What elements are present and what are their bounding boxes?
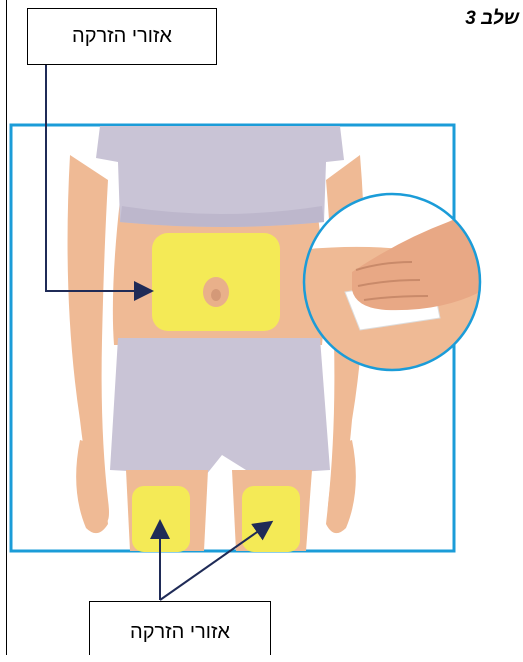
shorts (110, 338, 330, 475)
step-title: שלב 3 (465, 8, 519, 30)
shirt (96, 126, 344, 227)
right-thigh-injection-zone (242, 486, 300, 552)
injection-sites-label-bottom: אזורי הזרקה (89, 601, 271, 655)
injection-sites-label-top: אזורי הזרקה (27, 8, 217, 65)
